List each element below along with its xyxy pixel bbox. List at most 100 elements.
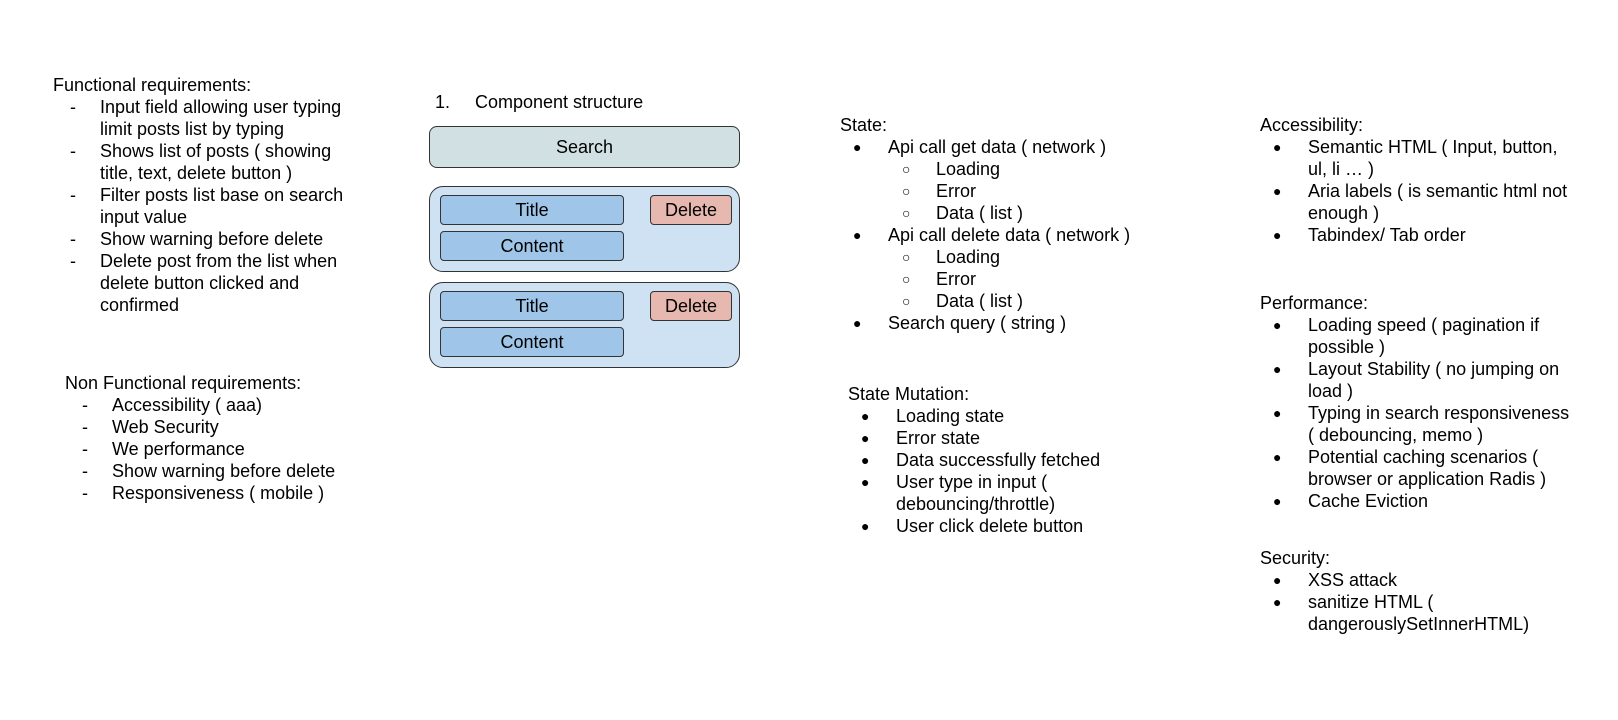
list-item: ●Data successfully fetched: [848, 449, 1188, 471]
state-list: ●Api call get data ( network )○Loading○E…: [840, 136, 1180, 334]
component-structure-number: 1.: [435, 92, 451, 112]
list-item-line: Semantic HTML ( Input, button,: [1308, 137, 1558, 157]
post-card: Title Delete Content: [429, 282, 740, 368]
list-item-line: Show warning before delete: [100, 229, 324, 249]
list-item-line: We performance: [112, 439, 245, 459]
list-item-line: Search query ( string ): [888, 313, 1067, 333]
circle-bullet-icon: ○: [902, 249, 911, 265]
list-item-line: enough ): [1308, 203, 1380, 223]
dash-marker: -: [82, 439, 88, 459]
bullet-icon: ●: [1273, 139, 1282, 155]
bullet-icon: ●: [1273, 449, 1282, 465]
bullet-icon: ●: [1273, 317, 1282, 333]
sub-list-item-line: Loading: [936, 247, 1001, 267]
list-item: -Web Security: [65, 416, 395, 438]
list-item: ● Typing in search responsiveness( deboun…: [1260, 402, 1600, 446]
bullet-icon: ●: [853, 315, 862, 331]
list-item: -Responsiveness ( mobile ): [65, 482, 395, 504]
list-item: ●Error state: [848, 427, 1188, 449]
non-functional-requirements: Non Functional requirements: -Accessibil…: [65, 372, 395, 504]
search-box: Search: [429, 126, 740, 168]
list-item: ●User type in input (debouncing/throttle…: [848, 471, 1188, 515]
bullet-icon: ●: [1273, 594, 1282, 610]
list-item-line: Shows list of posts ( showing: [100, 141, 332, 161]
sub-list: ○ Loading ○ Error○Data ( list ): [888, 246, 1180, 312]
dash-marker: -: [82, 395, 88, 415]
list-item-line: Filter posts list base on search: [100, 185, 344, 205]
sub-list-item: ○ Loading: [888, 246, 1180, 268]
list-item-line: Typing in search responsiveness: [1308, 403, 1570, 423]
sub-list-item: ○Data ( list ): [888, 290, 1180, 312]
list-item-line: User click delete button: [896, 516, 1084, 536]
circle-bullet-icon: ○: [902, 205, 911, 221]
post-title-field: Title: [440, 291, 624, 321]
list-item-line: Loading state: [896, 406, 1005, 426]
list-item-line: debouncing/throttle): [896, 494, 1056, 514]
sub-list-item-line: Error: [936, 269, 976, 289]
list-item-line: Delete post from the list when: [100, 251, 338, 271]
list-item-line: Cache Eviction: [1308, 491, 1429, 511]
list-item-line: Loading speed ( pagination if: [1308, 315, 1540, 335]
circle-bullet-icon: ○: [902, 271, 911, 287]
sub-list-item: ○Loading: [888, 158, 1180, 180]
circle-bullet-icon: ○: [902, 161, 911, 177]
list-item-line: load ): [1308, 381, 1354, 401]
state-mutation-title: State Mutation:: [848, 384, 970, 404]
post-content-field: Content: [440, 231, 624, 261]
security-list: ●XSS attack●sanitize HTML (dangerouslySe…: [1260, 569, 1600, 635]
bullet-icon: ●: [853, 227, 862, 243]
state-mutation-section: State Mutation: ●Loading state●Error sta…: [848, 383, 1188, 537]
post-delete-button: Delete: [650, 291, 732, 321]
list-item-line: Responsiveness ( mobile ): [112, 483, 325, 503]
sub-list-item: ○Data ( list ): [888, 202, 1180, 224]
accessibility-section: Accessibility: ● Semantic HTML ( Input, b…: [1260, 114, 1600, 246]
sub-list-item-line: Error: [936, 181, 976, 201]
list-item: ● Semantic HTML ( Input, button,ul, li … …: [1260, 136, 1600, 180]
bullet-icon: ●: [861, 408, 870, 424]
list-item-line: Error state: [896, 428, 981, 448]
list-item-line: possible ): [1308, 337, 1386, 357]
state-mutation-list: ●Loading state●Error state●Data successf…: [848, 405, 1188, 537]
list-item-line: input value: [100, 207, 188, 227]
search-box-label: Search: [555, 136, 614, 157]
post-delete-label: Delete: [664, 295, 718, 316]
bullet-icon: ●: [1273, 183, 1282, 199]
list-item-line: XSS attack: [1308, 570, 1398, 590]
sub-list-item-line: Data ( list ): [936, 291, 1024, 311]
list-item: ●Potential caching scenarios (browser or…: [1260, 446, 1600, 490]
functional-requirements-title: Functional requirements:: [53, 75, 252, 95]
bullet-icon: ●: [861, 474, 870, 490]
accessibility-list: ● Semantic HTML ( Input, button,ul, li … …: [1260, 136, 1600, 246]
bullet-icon: ●: [1273, 572, 1282, 588]
list-item-line: ( debouncing, memo ): [1308, 425, 1484, 445]
circle-bullet-icon: ○: [902, 183, 911, 199]
list-item: - We performance: [65, 438, 395, 460]
list-item: -Accessibility ( aaa): [65, 394, 395, 416]
bullet-icon: ●: [861, 518, 870, 534]
list-item: ● Search query ( string ): [840, 312, 1180, 334]
list-item: ●Tabindex/ Tab order: [1260, 224, 1600, 246]
security-section: Security: ●XSS attack●sanitize HTML (dan…: [1260, 547, 1600, 635]
list-item: ● Loading state: [848, 405, 1188, 427]
list-item-line: title, text, delete button ): [100, 163, 293, 183]
dash-marker: -: [82, 417, 88, 437]
bullet-icon: ●: [853, 139, 862, 155]
list-item: ●Api call get data ( network )○Loading○E…: [840, 136, 1180, 224]
accessibility-title: Accessibility:: [1260, 115, 1364, 135]
state-section: State: ●Api call get data ( network )○Lo…: [840, 114, 1180, 334]
list-item: ● Api call delete data ( network ) ○ Loadin…: [840, 224, 1180, 312]
list-item-line: Api call delete data ( network ): [888, 225, 1131, 245]
bullet-icon: ●: [1273, 405, 1282, 421]
list-item-line: Input field allowing user typing: [100, 97, 342, 117]
list-item-line: ul, li … ): [1308, 159, 1375, 179]
state-title: State:: [840, 115, 888, 135]
list-item-line: delete button clicked and: [100, 273, 300, 293]
component-structure-heading: 1.Component structure: [435, 91, 643, 113]
dash-marker: -: [70, 185, 76, 205]
bullet-icon: ●: [861, 452, 870, 468]
dash-marker: -: [70, 97, 76, 117]
